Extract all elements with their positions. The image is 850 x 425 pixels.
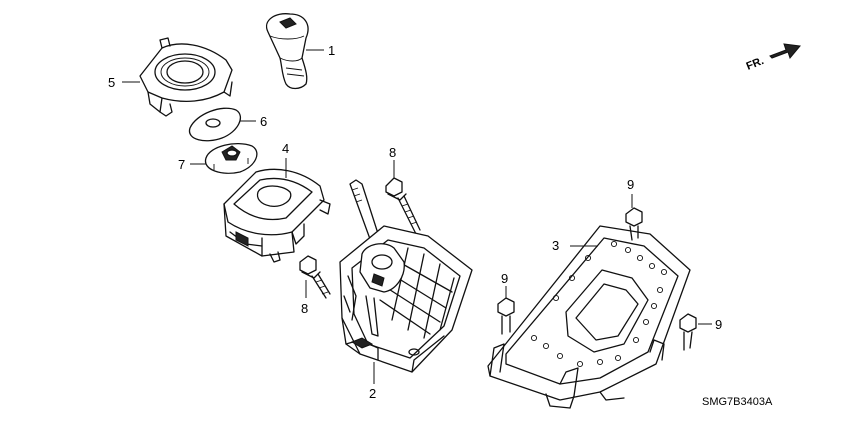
front-arrow-icon [769, 43, 801, 60]
callout-8-top: 8 [389, 145, 396, 160]
callout-7: 7 [178, 157, 185, 172]
callout-1: 1 [328, 43, 335, 58]
shift-lever-assembly-part: 2 [339, 179, 473, 401]
bolt-8-left-part: 8 [299, 255, 331, 316]
boot-cover-part: 5 [108, 37, 233, 117]
callout-6: 6 [260, 114, 267, 129]
mounting-bracket-part: 3 [487, 225, 691, 409]
callout-3: 3 [552, 238, 559, 253]
callout-9-right: 9 [715, 317, 722, 332]
callout-8-left: 8 [301, 301, 308, 316]
bolt-9-right-part: 9 [679, 313, 722, 351]
bolt-8-top-part: 8 [385, 145, 421, 235]
shift-knob-part: 1 [266, 13, 335, 90]
callout-5: 5 [108, 75, 115, 90]
retainer-plate-part: 7 [178, 143, 258, 174]
washer-part: 6 [188, 107, 267, 142]
callout-4: 4 [282, 141, 289, 156]
diagram-code: SMG7B3403A [702, 396, 773, 408]
callout-2: 2 [369, 386, 376, 401]
front-direction-indicator: FR. [745, 43, 801, 73]
callout-9-left: 9 [501, 271, 508, 286]
indicator-housing-part: 4 [223, 141, 331, 263]
front-label: FR. [745, 55, 766, 73]
bolt-9-top-part: 9 [625, 177, 643, 241]
bolt-9-left-part: 9 [497, 271, 515, 335]
callout-9-top: 9 [627, 177, 634, 192]
